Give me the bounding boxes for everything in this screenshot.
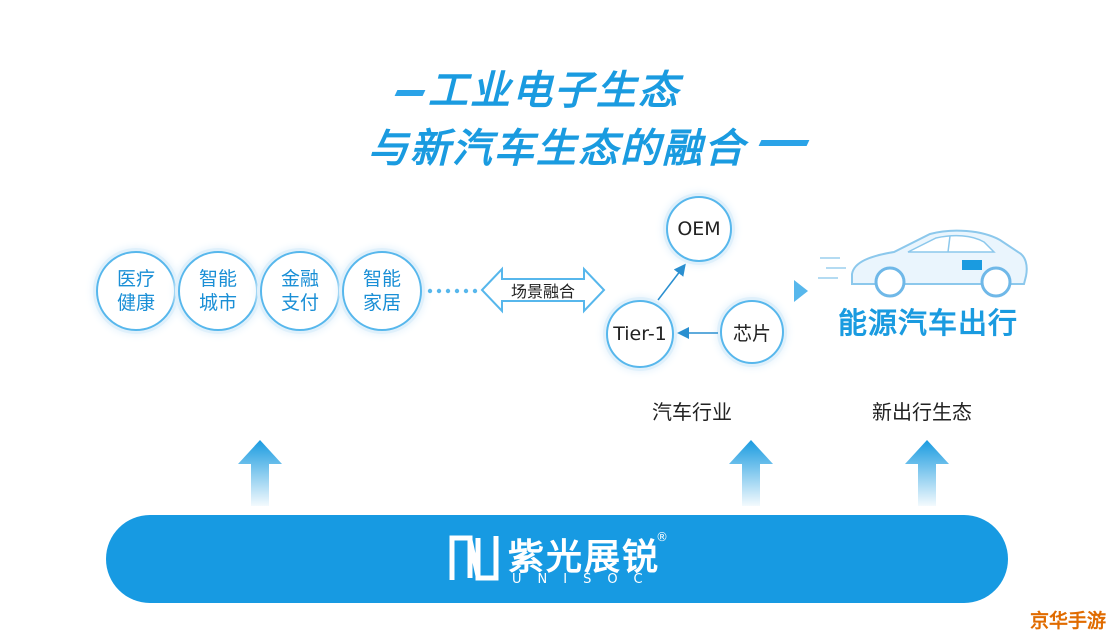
scenario-circle-finance: 金融支付 xyxy=(260,251,340,331)
unisoc-logo-icon xyxy=(449,535,499,581)
node-oem-label: OEM xyxy=(677,218,721,240)
scenario-circle-healthcare: 医疗健康 xyxy=(96,251,176,331)
fusion-label: 场景融合 xyxy=(510,282,575,301)
watermark: 京华手游 xyxy=(1029,610,1106,632)
triangle-connectors xyxy=(657,263,718,339)
node-chip-label: 芯片 xyxy=(732,322,771,345)
scenario-circle-smart-city: 智能城市 xyxy=(178,251,258,331)
scenario-label: 智能城市 xyxy=(198,268,237,314)
dotted-connector xyxy=(427,288,478,294)
up-arrow-icon xyxy=(905,440,949,506)
title-dash-right xyxy=(758,140,810,146)
scenario-circle-smart-home: 智能家居 xyxy=(342,251,422,331)
double-arrow-icon xyxy=(480,266,606,314)
brand-name-en: UNISOC xyxy=(512,572,659,587)
auto-industry-caption: 汽车行业 xyxy=(652,400,732,424)
node-oem: OEM xyxy=(666,196,732,262)
node-tier1-label: Tier-1 xyxy=(613,323,667,345)
new-energy-headline: 能源汽车出行 xyxy=(838,306,1019,340)
car-icon xyxy=(818,229,1028,298)
pointer-icon xyxy=(794,280,808,302)
node-tier1: Tier-1 xyxy=(606,300,674,368)
up-arrow-icon xyxy=(238,440,282,506)
scenario-label: 智能家居 xyxy=(362,268,401,314)
title-line-2: 与新汽车生态的融合 xyxy=(368,126,746,172)
new-mobility-caption: 新出行生态 xyxy=(872,400,972,424)
scenario-label: 医疗健康 xyxy=(116,268,155,314)
scenario-label: 金融支付 xyxy=(280,268,319,314)
brand-bar xyxy=(106,515,1008,603)
fusion-arrow: 场景融合 xyxy=(480,265,606,315)
brand-name-cn: 紫光展锐 xyxy=(508,537,661,578)
node-chip: 芯片 xyxy=(720,300,784,364)
registered-mark: ® xyxy=(656,530,668,544)
title-dash-left xyxy=(394,90,426,96)
title-line-1: 工业电子生态 xyxy=(428,68,680,114)
up-arrow-icon xyxy=(729,440,773,506)
